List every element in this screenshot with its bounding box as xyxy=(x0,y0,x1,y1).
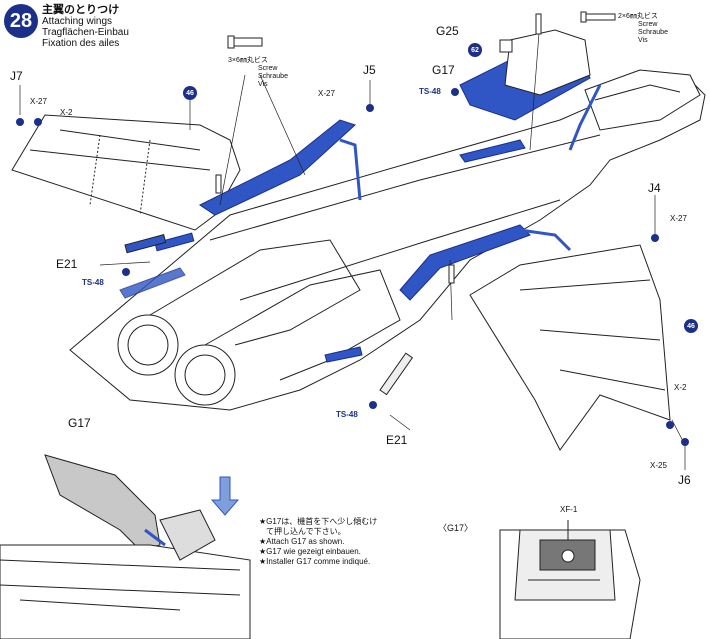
engine-nozzles xyxy=(117,239,401,406)
detail-g17-insert xyxy=(0,454,251,639)
paint-ts48-top: TS-48 xyxy=(419,87,441,96)
right-wing xyxy=(469,244,671,451)
canopy xyxy=(584,69,701,131)
screw-left-de: Schraube xyxy=(258,73,288,80)
note-fr: ★Installer G17 comme indiqué. xyxy=(259,557,371,566)
part-label-g17: G17 xyxy=(432,63,455,77)
screw-left-en: Screw xyxy=(258,65,278,72)
title-fr: Fixation des ailes xyxy=(42,38,120,49)
left-wing xyxy=(11,114,241,231)
part-g17-top xyxy=(499,29,591,96)
part-label-j7: J7 xyxy=(10,69,23,83)
screw-right-fr: Vis xyxy=(638,37,648,44)
circled-46-right: 46 xyxy=(684,319,698,333)
blue-markers xyxy=(16,88,689,446)
step-titles: 主翼のとりつけ Attaching wings Tragflächen-Einb… xyxy=(42,4,129,50)
part-label-e21-left: E21 xyxy=(56,257,78,271)
part-label-j4: J4 xyxy=(648,181,661,195)
leader-lines xyxy=(19,19,686,470)
part-label-g17-detail: G17 xyxy=(68,416,91,430)
assembly-note: ★G17は、機首を下へ少し傾むけ て押し込んで下さい。 ★Attach G17 … xyxy=(259,517,377,567)
note-de: ★G17 wie gezeigt einbauen. xyxy=(259,547,361,556)
circled-62: 62 xyxy=(468,43,482,57)
note-en: ★Attach G17 as shown. xyxy=(259,537,345,546)
screw-right-size: 2×6㎜丸ビス xyxy=(618,13,658,20)
step-number-badge: 28 xyxy=(4,4,38,38)
title-de: Tragflächen-Einbau xyxy=(42,27,129,38)
title-jp: 主翼のとりつけ xyxy=(42,4,120,16)
note-jp: ★G17は、機首を下へ少し傾むけ xyxy=(259,517,378,526)
part-label-e21-bottom: E21 xyxy=(386,433,408,447)
paint-x2-left: X-2 xyxy=(60,108,73,117)
paint-x2-right: X-2 xyxy=(674,383,687,392)
part-label-g25: G25 xyxy=(436,24,459,38)
paint-x25: X-25 xyxy=(650,461,667,470)
paint-ts48-left: TS-48 xyxy=(82,278,104,287)
part-label-j6: J6 xyxy=(678,473,691,487)
screw-right-de: Schraube xyxy=(638,29,668,36)
paint-x27-left: X-27 xyxy=(30,97,47,106)
inset-title: 〈G17〉 xyxy=(438,523,474,533)
note-jp2: て押し込んで下さい。 xyxy=(266,527,346,536)
screw-right-en: Screw xyxy=(638,21,658,28)
paint-x27-j4: X-27 xyxy=(670,214,687,223)
fuselage xyxy=(69,79,706,411)
part-label-j5: J5 xyxy=(363,63,376,77)
part-label-xf1: XF-1 xyxy=(560,505,578,514)
inset-g17 xyxy=(499,520,641,639)
blue-lines xyxy=(339,84,602,252)
screw-right-label: 2×6㎜丸ビス Screw Schraube Vis xyxy=(618,13,668,45)
circled-46-left: 46 xyxy=(183,86,197,100)
screw-left-fr: Vis xyxy=(258,81,268,88)
paint-ts48-bottom: TS-48 xyxy=(336,410,358,419)
part-e21 xyxy=(124,234,414,396)
screw-icons xyxy=(215,11,616,284)
title-en: Attaching wings xyxy=(42,16,113,27)
screw-left-size: 3×6㎜丸ビス xyxy=(228,57,268,64)
screw-left-label: 3×6㎜丸ビス Screw Schraube Vis xyxy=(228,57,288,89)
paint-x27-j5: X-27 xyxy=(318,89,335,98)
